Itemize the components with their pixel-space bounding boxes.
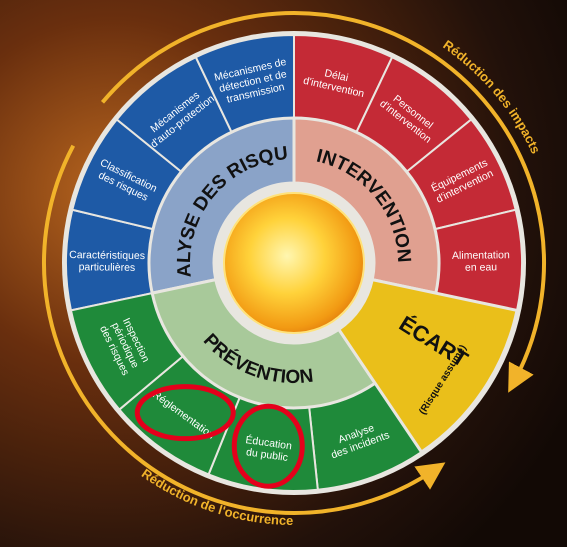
segment-label-analyse-1: Caractéristiquesparticulières xyxy=(69,249,145,274)
